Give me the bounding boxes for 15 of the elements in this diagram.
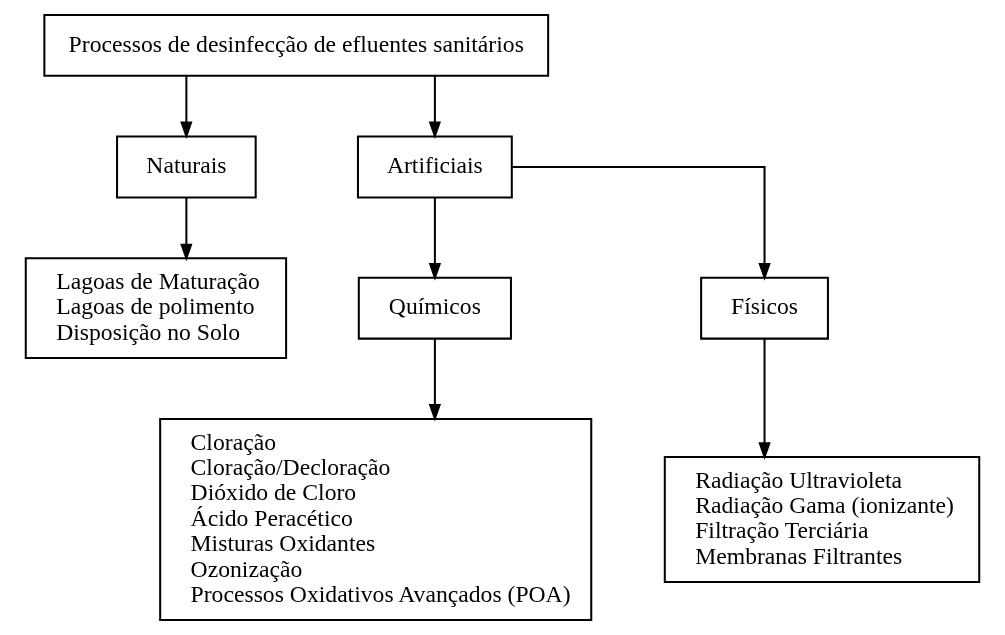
arrow <box>428 338 442 422</box>
node-box: Químicos <box>357 276 512 340</box>
node-box: Naturais <box>116 135 257 199</box>
node-box: Físicos <box>700 276 829 340</box>
node-box: Processos de desinfecção de efluentes sanitários <box>43 13 550 77</box>
arrow <box>512 166 771 281</box>
node-box: Cloração Cloração/Decloração Dióxido de Cloro Ácido Peracético Misturas Oxidantes Ozonização Processos Oxidativos Avançados (POA) <box>159 417 593 622</box>
arrow <box>428 197 442 281</box>
arrow <box>180 197 193 262</box>
node-box: Artificiais <box>356 135 513 199</box>
arrow <box>180 76 193 139</box>
arrow <box>758 338 771 460</box>
node-box: Lagoas de Maturação Lagoas de polimento Disposição no Solo <box>24 257 288 360</box>
node-box: Radiação Ultravioleta Radiação Gama (ionizante) Filtração Terciária Membranas Filtrantes <box>663 455 981 584</box>
arrow <box>428 76 442 139</box>
